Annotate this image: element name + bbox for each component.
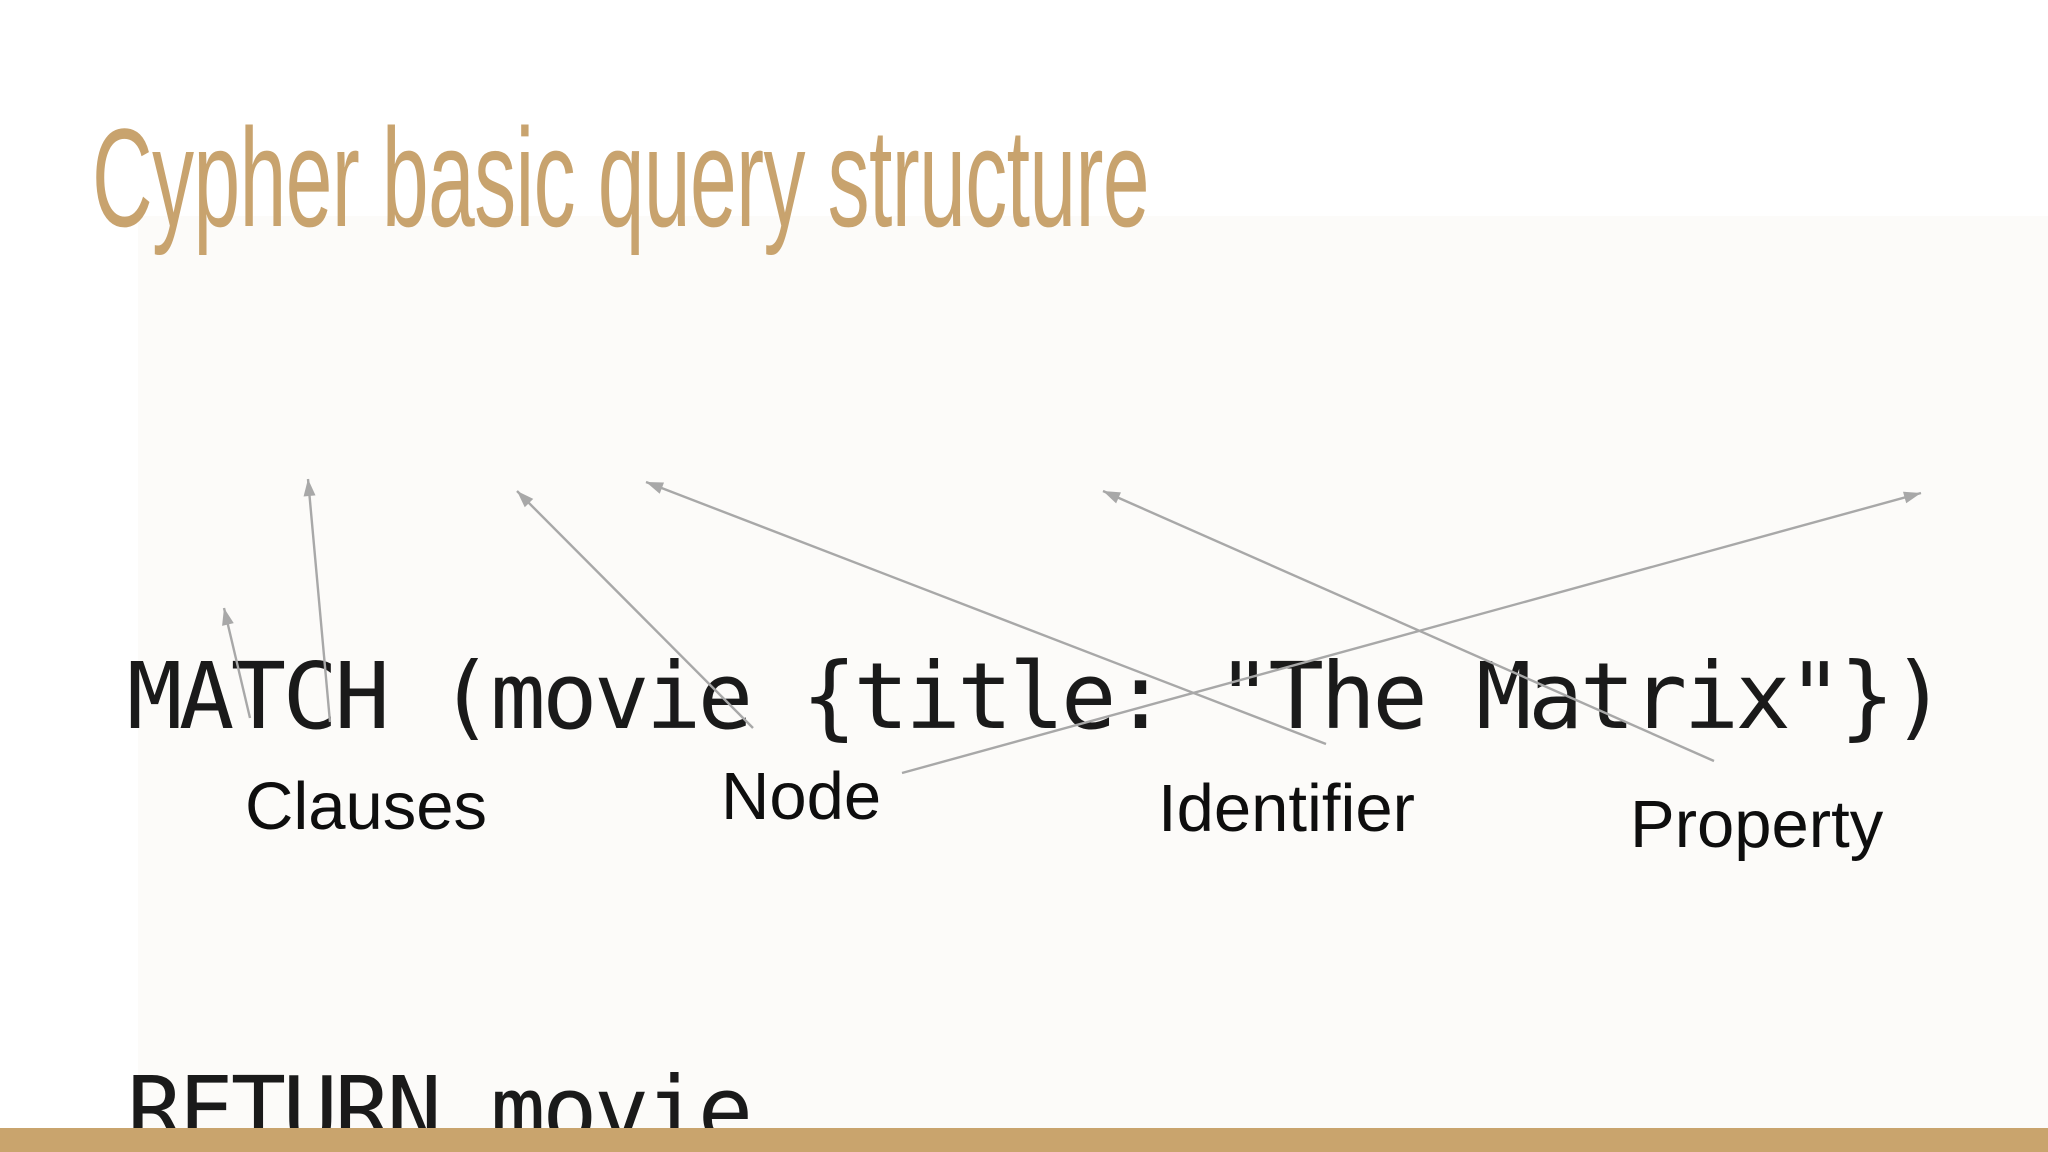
- label-property: Property: [1630, 787, 1884, 862]
- label-clauses: Clauses: [245, 769, 488, 844]
- label-node: Node: [721, 759, 882, 834]
- footer-accent-bar: [0, 1128, 2048, 1152]
- code-line-match: MATCH (movie {title: "The Matrix"}): [127, 643, 1947, 750]
- slide-title: Cypher basic query structure: [92, 99, 1150, 256]
- label-identifier: Identifier: [1158, 771, 1415, 846]
- cypher-code-block: MATCH (movie {title: "The Matrix"}) RETU…: [127, 352, 1947, 1152]
